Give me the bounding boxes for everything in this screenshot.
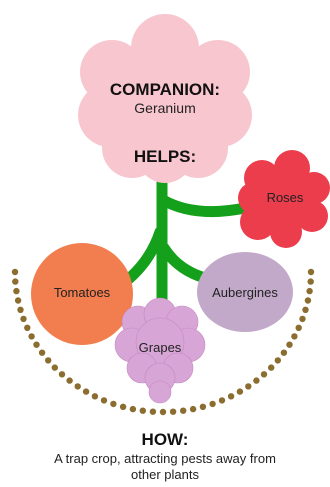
how-title: HOW: (65, 430, 265, 450)
plant-label-tomatoes: Tomatoes (32, 285, 132, 300)
arc-dot (59, 371, 65, 377)
arc-dot (15, 297, 21, 303)
arc-dot (237, 388, 243, 394)
arc-dot (200, 404, 206, 410)
arc-dot (245, 383, 251, 389)
arc-dot (45, 357, 51, 363)
arc-dot (12, 278, 18, 284)
stem-aubergines (164, 248, 205, 278)
how-description: A trap crop, attracting pests away from … (40, 451, 290, 483)
arc-dot (140, 408, 146, 414)
arc-dot (130, 406, 136, 412)
companion-plant-name: Geranium (85, 100, 245, 116)
arc-dot (190, 406, 196, 412)
stem-roses (163, 200, 245, 212)
arc-dot (170, 409, 176, 415)
arc-dot (253, 377, 259, 383)
stem-tomatoes (125, 232, 160, 282)
arc-dot (12, 269, 18, 275)
arc-dot (305, 297, 311, 303)
arc-dot (150, 409, 156, 415)
arc-dot (24, 325, 30, 331)
arc-dot (299, 316, 305, 322)
arc-dot (92, 393, 98, 399)
arc-dot (296, 325, 302, 331)
arc-dot (275, 357, 281, 363)
arc-dot (219, 397, 225, 403)
plant-label-grapes: Grapes (115, 340, 205, 355)
arc-dot (17, 307, 23, 313)
arc-dot (120, 404, 126, 410)
plant-label-roses: Roses (245, 190, 325, 205)
arc-dot (308, 278, 314, 284)
arc-dot (268, 364, 274, 370)
arc-dot (33, 342, 39, 348)
arc-dot (52, 364, 58, 370)
arc-dot (75, 383, 81, 389)
arc-dot (291, 333, 297, 339)
arc-dot (180, 408, 186, 414)
arc-dot (228, 393, 234, 399)
arc-dot (28, 333, 34, 339)
arc-dot (66, 377, 72, 383)
helps-title: HELPS: (100, 147, 230, 167)
arc-dot (39, 350, 45, 356)
arc-dot (209, 401, 215, 407)
arc-dot (281, 350, 287, 356)
arc-dot (83, 388, 89, 394)
arc-dot (20, 316, 26, 322)
companion-title: COMPANION: (85, 80, 245, 100)
arc-dot (306, 288, 312, 294)
arc-dot (110, 401, 116, 407)
plant-label-aubergines: Aubergines (195, 285, 295, 300)
arc-dot (308, 269, 314, 275)
arc-dot (101, 397, 107, 403)
arc-dot (302, 307, 308, 313)
arc-dot (286, 342, 292, 348)
arc-dot (160, 409, 166, 415)
arc-dot (13, 288, 19, 294)
arc-dot (261, 371, 267, 377)
